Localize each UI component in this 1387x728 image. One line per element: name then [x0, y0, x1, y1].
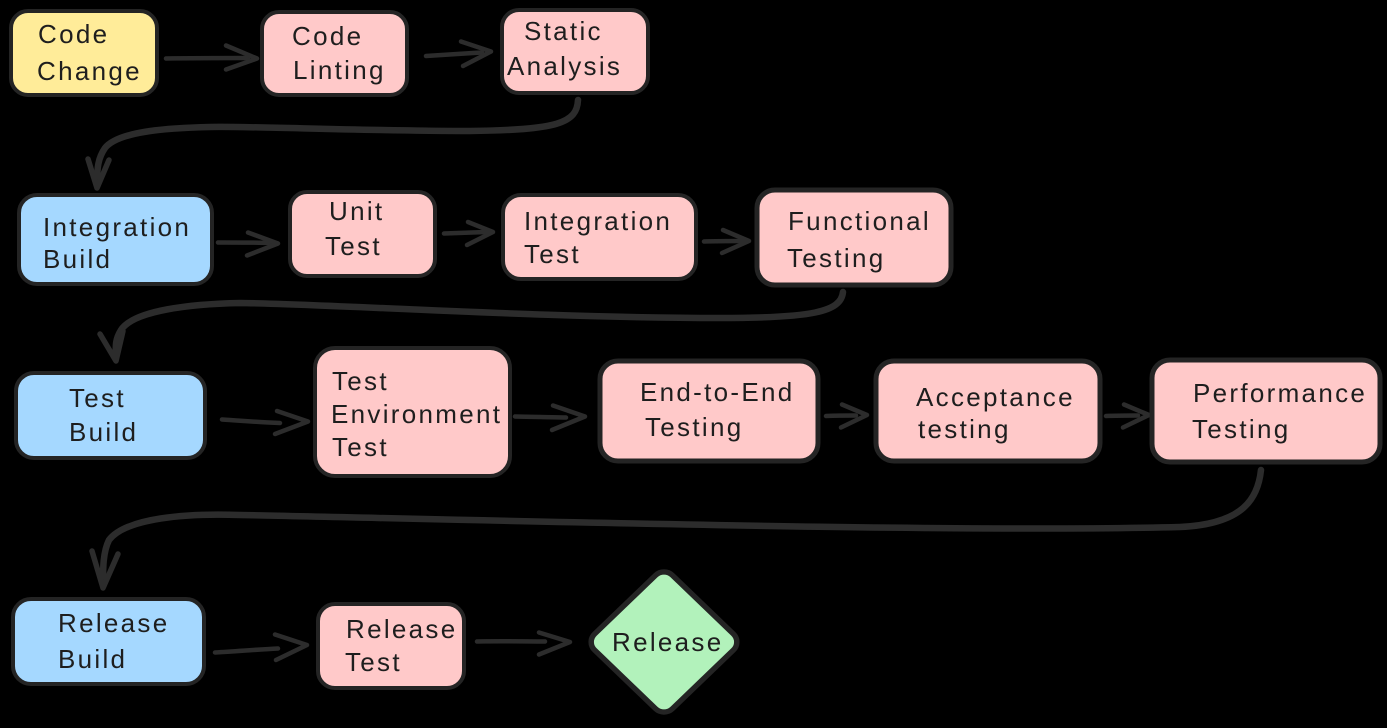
- svg-text:Test: Test: [524, 239, 581, 269]
- svg-text:Analysis: Analysis: [507, 51, 622, 81]
- svg-text:Static: Static: [524, 16, 603, 46]
- svg-text:Code: Code: [292, 21, 363, 51]
- svg-text:testing: testing: [918, 414, 1011, 444]
- svg-text:Code: Code: [38, 19, 109, 49]
- svg-text:End-to-End: End-to-End: [640, 377, 795, 407]
- svg-text:Linting: Linting: [293, 55, 386, 85]
- svg-text:Performance: Performance: [1193, 378, 1367, 408]
- svg-text:Build: Build: [58, 644, 127, 674]
- svg-text:Integration: Integration: [43, 212, 191, 242]
- svg-text:Test: Test: [345, 647, 402, 677]
- svg-text:Functional: Functional: [788, 206, 931, 236]
- svg-text:Release: Release: [346, 614, 458, 644]
- svg-text:Build: Build: [43, 244, 112, 274]
- svg-text:Test: Test: [69, 383, 126, 413]
- svg-text:Release: Release: [58, 608, 170, 638]
- svg-text:Environment: Environment: [331, 399, 502, 429]
- svg-text:Testing: Testing: [1192, 414, 1290, 444]
- svg-text:Testing: Testing: [645, 412, 743, 442]
- svg-text:Testing: Testing: [787, 243, 885, 273]
- svg-text:Test: Test: [325, 231, 382, 261]
- svg-text:Release: Release: [612, 627, 724, 657]
- svg-text:Integration: Integration: [524, 206, 672, 236]
- svg-text:Test: Test: [332, 366, 389, 396]
- svg-text:Acceptance: Acceptance: [916, 382, 1075, 412]
- svg-text:Unit: Unit: [329, 196, 384, 226]
- svg-text:Test: Test: [332, 432, 389, 462]
- svg-text:Change: Change: [37, 56, 142, 86]
- svg-text:Build: Build: [69, 417, 138, 447]
